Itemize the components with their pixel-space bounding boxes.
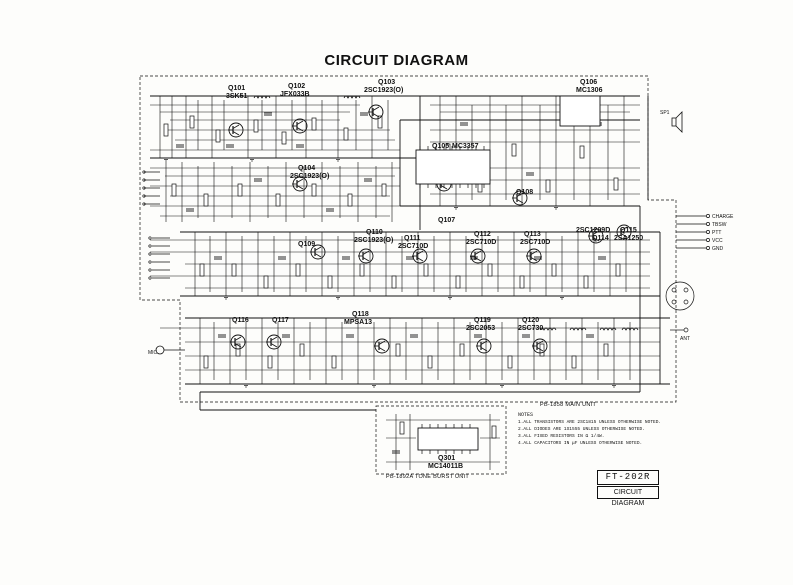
q101-ref: Q101 <box>228 85 245 92</box>
q110-ref: Q110 <box>366 229 383 236</box>
connector-tbsw: TBSW <box>712 222 727 228</box>
notes-heading: NOTES <box>518 412 534 418</box>
q110-type: 2SC1923(O) <box>354 237 393 244</box>
q102-type: JFX033B <box>280 91 310 98</box>
q114-type: 2SC1209D <box>576 227 610 234</box>
q301-ref: Q301 <box>438 455 455 462</box>
title-block: FT-202R CIRCUIT DIAGRAM <box>597 470 659 507</box>
q105-ref: Q105 <box>432 143 449 150</box>
q112-type: 2SC710D <box>466 239 496 246</box>
ic-pins <box>419 146 485 454</box>
q115-ref: Q115 <box>620 227 637 234</box>
q116-ref: Q116 <box>232 317 249 324</box>
channel-switch-banks <box>142 170 170 280</box>
page-title: CIRCUIT DIAGRAM <box>324 52 469 69</box>
q109-ref: Q109 <box>298 241 315 248</box>
q113-type: 2SC710D <box>520 239 550 246</box>
note-item: 1.ALL TRANSISTORS ARE 2SC1815 UNLESS OTH… <box>518 420 662 425</box>
q119-ref: Q119 <box>474 317 491 324</box>
model-number: FT-202R <box>597 470 659 485</box>
connector-gnd: GND <box>712 246 724 252</box>
tone-unit-label: PB-1892A TONE BURST UNIT <box>386 474 470 480</box>
q108-ref: Q108 <box>516 189 533 196</box>
rf-front-end-wiring <box>150 96 640 206</box>
main-unit-label: PB-1858 MAIN UNIT <box>540 402 597 408</box>
q120-ref: Q120 <box>522 317 539 324</box>
audio-tx-wiring <box>160 318 660 384</box>
q111-type: 2SC710D <box>398 243 428 250</box>
q104-type: 2SC1923(O) <box>290 173 329 180</box>
q117-ref: Q117 <box>272 317 289 324</box>
q111-ref: Q111 <box>404 235 420 242</box>
q101-type: 3SK51 <box>226 93 248 100</box>
q120-type: 2SC730 <box>518 325 543 332</box>
connector-leads <box>665 214 710 333</box>
q106-type: MC1306 <box>576 87 603 94</box>
if-strip-wiring <box>150 232 650 296</box>
connector-ptt: PTT <box>712 230 721 236</box>
ic-packages <box>415 95 601 451</box>
q112-ref: Q112 <box>474 231 491 238</box>
sheet-title: CIRCUIT DIAGRAM <box>597 486 659 507</box>
note-item: 3.ALL FIXED RESISTORS IN Ω 1/4W. <box>518 434 605 439</box>
connector-vcc: VCC <box>712 238 723 244</box>
q102-ref: Q102 <box>288 83 305 90</box>
connector-sp: SP1 <box>660 110 670 116</box>
tone-burst-wiring <box>386 414 500 470</box>
speaker-icon <box>671 111 683 133</box>
notes-block: NOTES 1.ALL TRANSISTORS ARE 2SC1815 UNLE… <box>518 412 668 447</box>
q114-ref: Q114 <box>592 235 609 242</box>
note-item: 4.ALL CAPACITORS IN μF UNLESS OTHERWISE … <box>518 441 643 446</box>
note-item: 2.ALL DIODES ARE 1S1555 UNLESS OTHERWISE… <box>518 427 645 432</box>
q113-ref: Q113 <box>524 231 541 238</box>
connector-charge: CHARGE <box>712 214 734 220</box>
q103-ref: Q103 <box>378 79 395 86</box>
connector-mic: MIC <box>148 350 158 356</box>
q118-type: MPSA13 <box>344 319 372 326</box>
q119-type: 2SC2053 <box>466 325 495 332</box>
q118-ref: Q118 <box>352 311 369 318</box>
mic-icon <box>155 345 185 355</box>
q105-type: MC3357 <box>452 143 479 150</box>
connector-ant: ANT <box>680 336 690 342</box>
q104-ref: Q104 <box>298 165 315 172</box>
tone-unit-boundary <box>375 405 507 475</box>
q103-type: 2SC1923(O) <box>364 87 403 94</box>
q107-ref: Q107 <box>438 217 455 224</box>
q106-ref: Q106 <box>580 79 597 86</box>
q115-type: 2SA1250 <box>614 235 643 242</box>
main-unit-boundary <box>139 75 677 403</box>
q301-type: MC14011B <box>428 463 463 470</box>
